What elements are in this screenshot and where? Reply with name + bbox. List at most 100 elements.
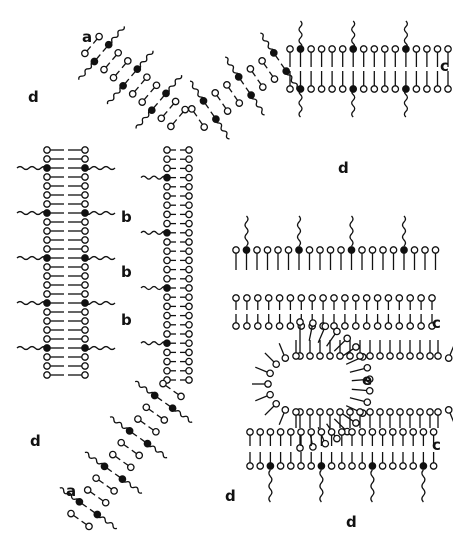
hydrocarbon-chain: [352, 89, 355, 117]
lipid-head: [164, 312, 170, 318]
hydrocarbon-chain: [352, 21, 355, 49]
lipid-head: [380, 247, 386, 253]
lipid-head: [82, 219, 88, 225]
lipid-head: [275, 247, 281, 253]
lipid-head: [44, 228, 50, 234]
lipid-head: [390, 247, 396, 253]
lipid-head: [186, 331, 192, 337]
lipid-head: [371, 86, 377, 92]
lipid-tail: [144, 95, 148, 99]
lipid-tail: [157, 415, 162, 418]
lipid-tail: [141, 80, 145, 84]
lipid-head: [186, 312, 192, 318]
lipid-head: [44, 273, 50, 279]
lipid-tail: [199, 120, 202, 125]
lipid-head: [329, 86, 335, 92]
lipid-head: [296, 247, 302, 253]
lipid-head: [377, 409, 383, 415]
lipid-head: [320, 295, 326, 301]
label-d-bottom-center: d: [225, 487, 236, 505]
lipid-head: [247, 66, 253, 72]
lipid-head: [392, 46, 398, 52]
lipid-head: [168, 123, 174, 129]
lipid-head: [82, 291, 88, 297]
lipid-head: [259, 58, 265, 64]
lipid-tail: [350, 398, 364, 402]
lipid-head: [82, 228, 88, 234]
lipid-tail: [174, 391, 179, 394]
lipid-head: [265, 381, 271, 387]
lipid-head: [44, 363, 50, 369]
hydrocarbon-chain: [141, 287, 167, 290]
lipid-head: [118, 440, 124, 446]
lipid-head: [161, 417, 167, 423]
lipid-head: [82, 237, 88, 243]
lipid-head: [310, 320, 316, 326]
lipid-head: [298, 429, 304, 435]
lipid-head: [255, 295, 261, 301]
lipid-head: [186, 211, 192, 217]
lipid-tail: [179, 112, 183, 116]
hydrocarbon-chain: [403, 216, 406, 246]
lipid-head: [353, 344, 359, 350]
lipid-head: [144, 74, 150, 80]
hydrocarbon-chain: [371, 470, 374, 502]
lipid-head: [110, 451, 116, 457]
hydrocarbon-chain: [404, 21, 407, 49]
lipid-head: [186, 165, 192, 171]
lipid-head: [44, 291, 50, 297]
lipid-head: [164, 165, 170, 171]
lipid-head: [186, 358, 192, 364]
lipid-head: [164, 193, 170, 199]
lipid-head: [287, 295, 293, 301]
lipid-head: [178, 393, 184, 399]
lipid-head: [359, 247, 365, 253]
lipid-head: [379, 429, 385, 435]
lipid-head: [287, 323, 293, 329]
lipid-head: [328, 463, 334, 469]
label-e: e: [362, 371, 372, 389]
lipid-head: [293, 353, 299, 359]
lipid-head: [103, 500, 109, 506]
lipid-tail: [279, 343, 284, 355]
lipid-head: [44, 282, 50, 288]
lipid-head: [82, 264, 88, 270]
lipid-tail: [327, 334, 335, 346]
lipid-tail: [211, 112, 214, 117]
label-a-top: a: [82, 28, 92, 46]
lipid-head: [387, 353, 393, 359]
lipid-head: [318, 86, 324, 92]
lipid-head: [224, 82, 230, 88]
lipid-tail: [97, 55, 101, 60]
lipid-tail: [112, 55, 116, 59]
lipid-head: [308, 463, 314, 469]
lipid-head: [400, 429, 406, 435]
lipid-head: [337, 409, 343, 415]
lipid-head: [82, 318, 88, 324]
lipid-head: [385, 295, 391, 301]
lipid-head: [297, 319, 303, 325]
lipid-head: [82, 273, 88, 279]
label-d-bottom-left: d: [30, 432, 41, 450]
lipid-head: [224, 108, 230, 114]
hydrocarbon-chain: [17, 167, 47, 170]
lipid-head: [374, 323, 380, 329]
hydrocarbon-chain: [299, 21, 302, 49]
hydrocarbon-chain: [17, 212, 47, 215]
lipid-head: [430, 463, 436, 469]
lipid-head: [298, 295, 304, 301]
lipid-head: [334, 328, 340, 334]
lipid-head: [247, 429, 253, 435]
lipid-molecules: [17, 21, 453, 530]
lipid-tail: [103, 47, 107, 51]
lipid-head: [308, 46, 314, 52]
lipid-head: [44, 201, 50, 207]
lipid-head: [327, 247, 333, 253]
lipid-tail: [106, 63, 110, 67]
lipid-head: [427, 353, 433, 359]
lipid-head: [288, 463, 294, 469]
lipid-head: [353, 323, 359, 329]
lipid-head: [353, 420, 359, 426]
lipid-head: [407, 353, 413, 359]
lipid-tail: [281, 64, 284, 69]
